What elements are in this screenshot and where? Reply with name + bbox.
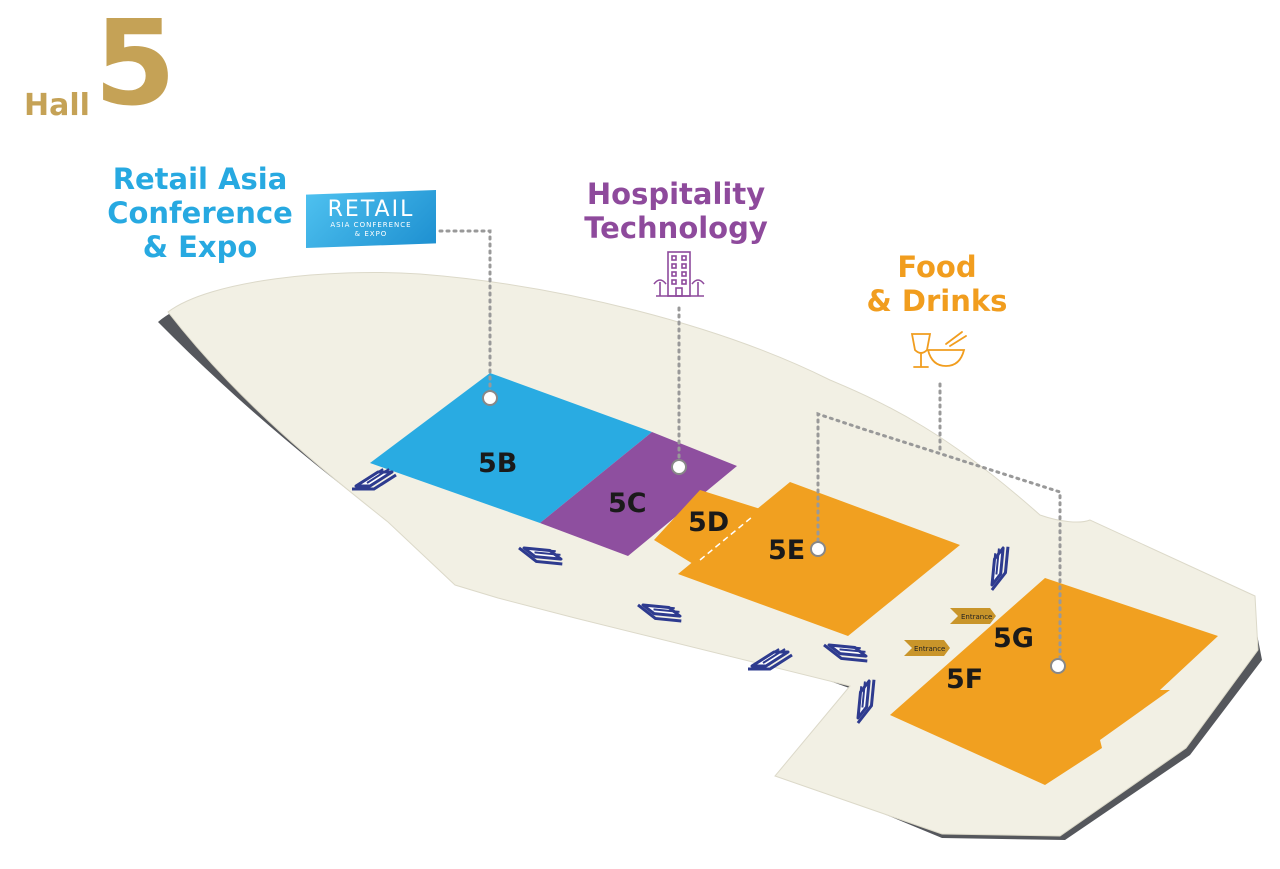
zone-5g-label: 5G [993, 623, 1034, 654]
hotel-icon [653, 251, 705, 297]
zone-5c-area[interactable] [540, 432, 737, 556]
entrance-arrow-icon [950, 608, 996, 624]
entrance-label-1: Entrance [961, 613, 992, 621]
hosp-title-line-1: Hospitality [586, 177, 766, 211]
zone-5d-label: 5D [688, 507, 729, 538]
zone-5fg-area[interactable] [890, 578, 1218, 785]
zone-5b-label: 5B [478, 448, 517, 479]
marker-5e[interactable] [810, 541, 826, 557]
hall-number: 5 [94, 0, 177, 132]
retail-asia-logo: RETAIL ASIA CONFERENCE & EXPO [306, 190, 436, 248]
retail-title-line-1: Retail Asia [112, 162, 288, 196]
zone-5e-label: 5E [768, 535, 805, 566]
zone-5b-area[interactable] [370, 373, 652, 523]
marker-5g[interactable] [1050, 658, 1066, 674]
food-title: Food & Drinks [858, 250, 1016, 318]
hospitality-title: Hospitality Technology [560, 177, 792, 245]
zone-5d-area[interactable] [654, 490, 770, 578]
hall-label: Hall [24, 88, 90, 123]
zone-divider-5d-5e [699, 516, 753, 561]
retail-title-line-3: & Expo [142, 230, 258, 264]
marker-5c[interactable] [671, 459, 687, 475]
entrance-arrow-icon [904, 640, 950, 656]
retail-title-line-2: Conference [107, 196, 293, 230]
retail-asia-title: Retail Asia Conference & Expo [100, 162, 300, 264]
glass-bowl-icon [910, 331, 967, 368]
zone-5f-label: 5F [946, 664, 983, 695]
retail-logo-sub2: & EXPO [354, 230, 388, 238]
food-title-line-2: & Drinks [866, 284, 1008, 318]
entrance-arrow-1[interactable]: Entrance [950, 608, 996, 624]
map-markers [482, 390, 1066, 674]
entrance-arrow-2[interactable]: Entrance [904, 640, 950, 656]
retail-logo-sub1: ASIA CONFERENCE [330, 221, 412, 229]
zone-5c-label: 5C [608, 488, 647, 519]
marker-5b[interactable] [482, 390, 498, 406]
entrance-label-2: Entrance [914, 645, 945, 653]
connector-lines [438, 229, 1062, 667]
hosp-title-line-2: Technology [584, 211, 768, 245]
food-title-line-1: Food [897, 250, 977, 284]
retail-logo-main: RETAIL [327, 197, 415, 222]
